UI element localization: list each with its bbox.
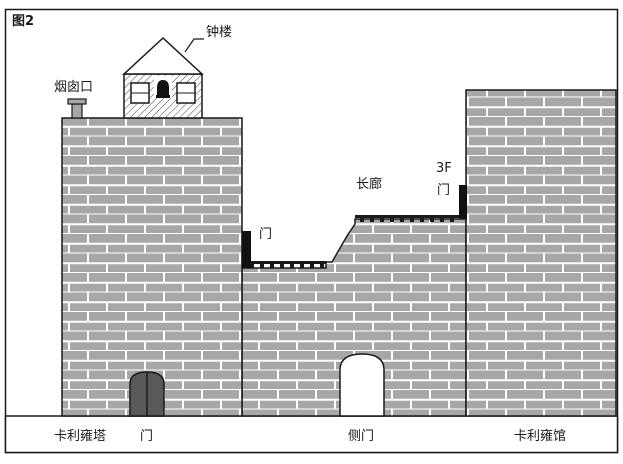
chimney-label: 烟囱口: [54, 80, 93, 95]
carillon-hall: [465, 89, 617, 417]
ground-strip: [4, 415, 619, 454]
door-corridor-label: 门: [259, 227, 272, 242]
chimney: [67, 98, 87, 119]
bell-tower-label: 钟楼: [206, 24, 232, 40]
upper-battlement: [355, 215, 466, 222]
ground-label-tower: 卡利雍塔: [54, 428, 106, 444]
ground-label-hall: 卡利雍馆: [514, 428, 566, 444]
corridor-label: 长廊: [356, 176, 382, 192]
bell-tower-pointer: [184, 38, 204, 53]
carillon-tower: [61, 117, 243, 417]
side-gate-opening: [339, 353, 385, 417]
bell-icon: [157, 80, 169, 96]
floor-3f-label: 3F: [436, 161, 452, 176]
corridor-door: [242, 231, 251, 268]
ground-label-tower-door: 门: [140, 429, 153, 444]
ground-label-side-gate: 侧门: [348, 429, 374, 444]
third-floor-door: [459, 185, 467, 219]
bell-tower: [122, 36, 204, 119]
figure-label: 图2: [12, 14, 34, 29]
tower-door: [129, 371, 165, 417]
lower-battlement: [242, 261, 326, 268]
door-3f-label: 门: [437, 183, 450, 198]
